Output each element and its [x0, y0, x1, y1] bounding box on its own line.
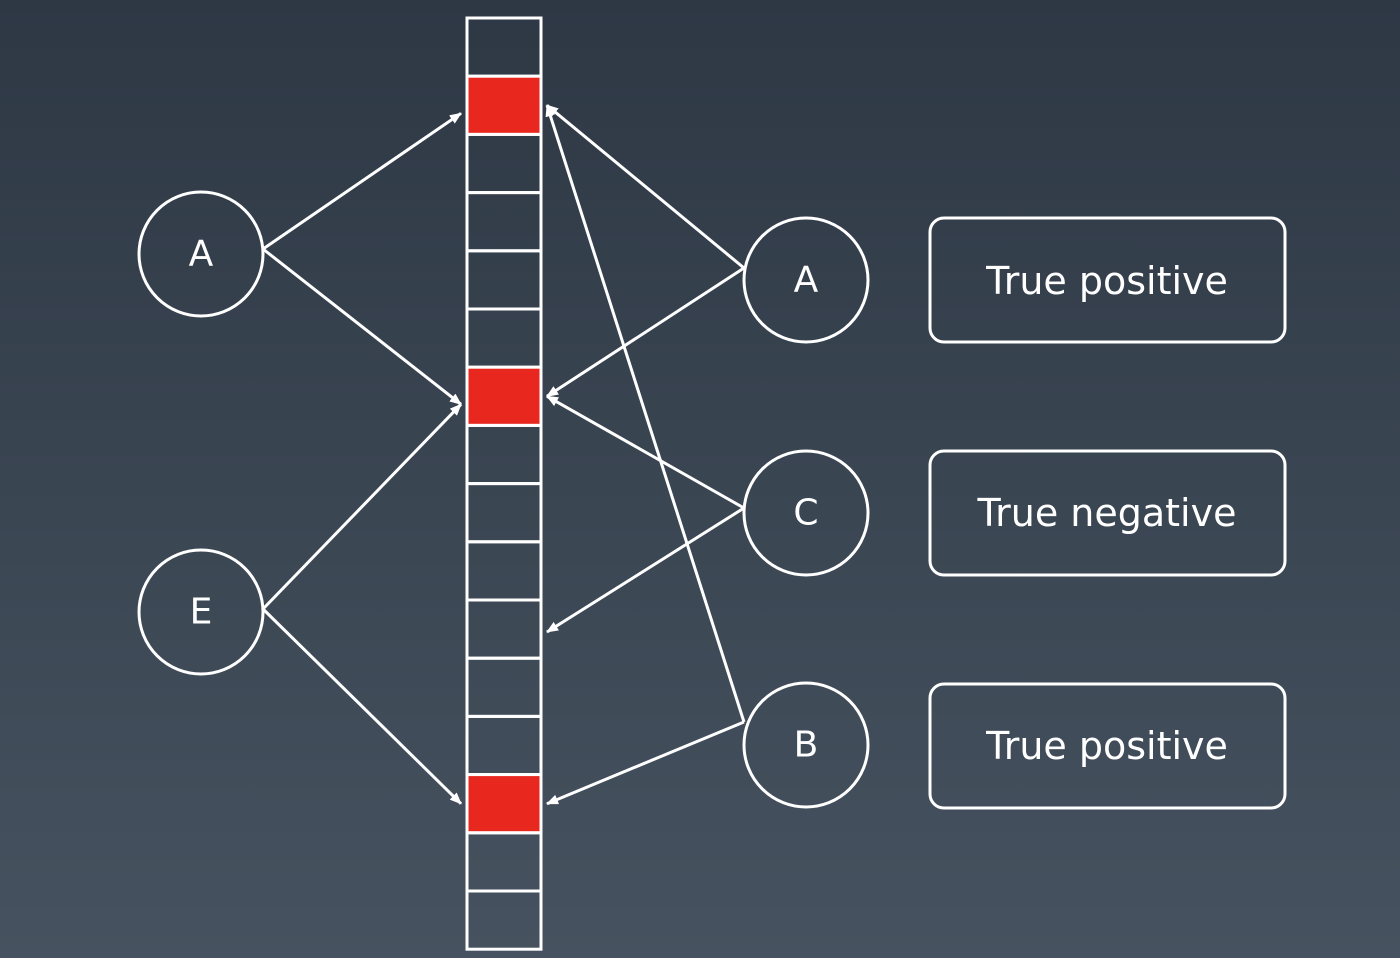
- node-label: B: [794, 725, 819, 766]
- bit-cell-set: [465, 773, 543, 835]
- result-label: True negative: [977, 491, 1237, 535]
- bit-cell-set: [465, 74, 543, 136]
- query-item-c: C: [742, 449, 870, 577]
- bit-cell: [465, 540, 543, 602]
- result-box-2: True negative: [928, 449, 1287, 577]
- result-box-frame: [928, 216, 1287, 344]
- bit-array: [465, 16, 543, 951]
- hash-arrow: [546, 394, 745, 510]
- node-circle: [742, 216, 870, 344]
- bit-cell: [465, 307, 543, 369]
- result-box-1: True positive: [928, 216, 1287, 344]
- hash-arrow: [261, 403, 463, 611]
- hash-arrow: [261, 607, 463, 805]
- arrows: [261, 104, 746, 806]
- node-circle: [742, 449, 870, 577]
- query-item-a: A: [742, 216, 870, 344]
- bit-cell: [465, 889, 543, 951]
- bit-cell: [465, 831, 543, 893]
- hash-arrow: [262, 112, 462, 251]
- node-label: E: [190, 592, 213, 633]
- result-box-frame: [928, 449, 1287, 577]
- node-label: A: [189, 234, 214, 275]
- hash-arrow: [546, 506, 745, 634]
- inserted-item-a: A: [137, 190, 265, 318]
- bit-cell: [465, 482, 543, 544]
- hash-arrow: [262, 247, 462, 406]
- query-item-b: B: [742, 681, 870, 809]
- result-box-frame: [928, 682, 1287, 810]
- result-label: True positive: [985, 259, 1228, 303]
- node-circle: [742, 681, 870, 809]
- bit-cell: [465, 191, 543, 253]
- bit-cell: [465, 656, 543, 718]
- result-label: True positive: [985, 724, 1228, 768]
- node-label: C: [793, 493, 818, 534]
- hash-arrow: [546, 720, 745, 806]
- bit-cell: [465, 598, 543, 660]
- bit-cell: [465, 132, 543, 195]
- bit-cell: [465, 714, 543, 777]
- hash-arrow: [546, 104, 745, 270]
- hash-arrow: [545, 104, 746, 723]
- inserted-item-e: E: [137, 548, 265, 676]
- result-box-3: True positive: [928, 682, 1287, 810]
- bit-cell: [465, 423, 543, 486]
- node-circle: [137, 190, 265, 318]
- node-circle: [137, 548, 265, 676]
- node-label: A: [794, 260, 819, 301]
- bit-cell-set: [465, 365, 543, 427]
- bit-cell: [465, 16, 543, 78]
- hash-arrow: [546, 266, 745, 398]
- bit-cell: [465, 249, 543, 311]
